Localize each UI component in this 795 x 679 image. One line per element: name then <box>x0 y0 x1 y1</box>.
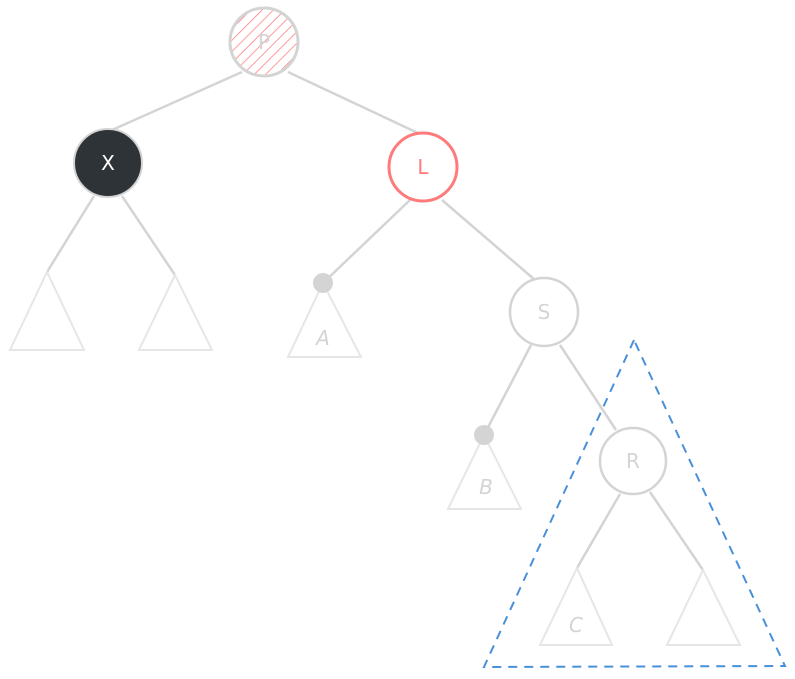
node-s-label: S <box>538 300 551 324</box>
nil-dot-b <box>474 425 494 445</box>
node-p: P <box>228 6 300 78</box>
edge-s-r <box>558 344 618 431</box>
subtree-x-right <box>137 272 214 351</box>
edge-r-right <box>648 491 705 571</box>
subtree-c-label: C <box>569 613 583 637</box>
edge-p-l <box>287 70 421 136</box>
edge-l-s <box>441 199 536 281</box>
node-x-label: X <box>101 151 115 175</box>
highlight-subtree-outline <box>482 337 787 669</box>
node-l: L <box>387 131 459 203</box>
node-s: S <box>508 276 580 348</box>
subtree-r-right <box>665 567 742 646</box>
node-p-label: P <box>258 30 270 54</box>
edge-s-b <box>482 344 533 436</box>
edge-r-c <box>575 493 622 569</box>
edge-x-left <box>45 195 96 273</box>
node-l-label: L <box>417 155 429 179</box>
subtrees <box>8 269 742 646</box>
node-r-label: R <box>626 449 640 473</box>
subtree-b <box>446 432 523 510</box>
node-r: R <box>598 426 668 496</box>
nil-dot-a <box>313 273 333 293</box>
subtree-b-label: B <box>479 475 493 499</box>
edge-p-x <box>111 70 243 132</box>
subtree-a-label: A <box>314 326 330 350</box>
subtree-c <box>538 565 614 646</box>
subtree-a <box>286 280 363 358</box>
node-x: X <box>73 128 143 198</box>
edge-l-a <box>322 199 411 284</box>
edges <box>45 70 705 571</box>
edge-x-right <box>120 195 177 276</box>
subtree-x-left <box>8 269 86 351</box>
